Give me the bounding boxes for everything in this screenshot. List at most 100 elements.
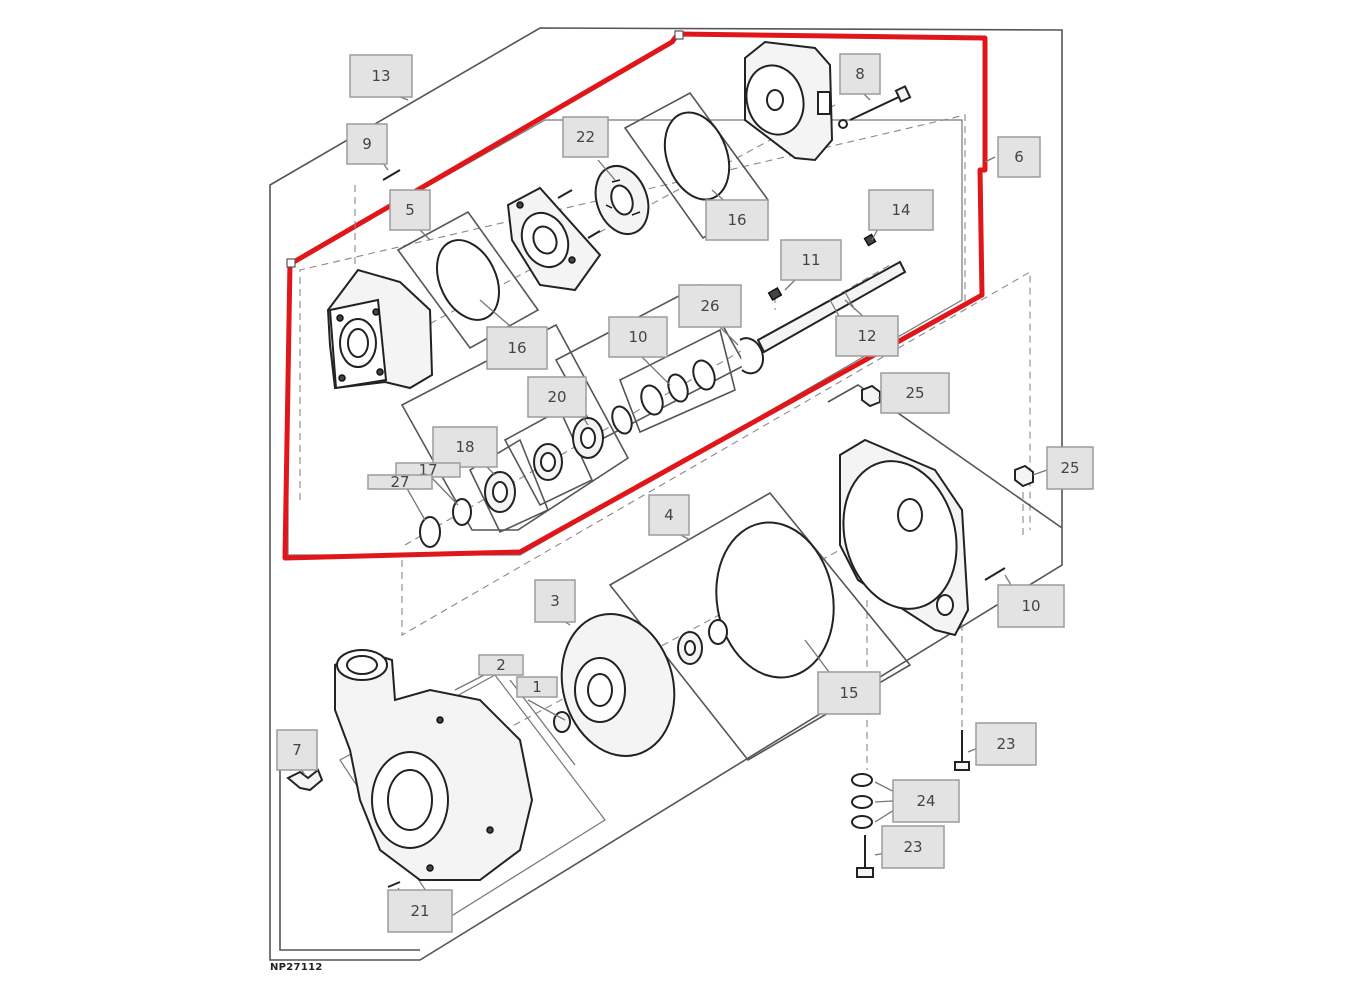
callout-label: 24 [892,779,960,823]
callout-number: 15 [839,684,858,702]
wingnut-7 [286,768,324,792]
callout-label: 25 [880,372,950,414]
callout-number: 7 [292,741,302,759]
callout-number: 14 [891,201,910,219]
callout-number: 18 [455,438,474,456]
callout-box [678,284,742,328]
callout-label: 5 [389,189,431,231]
oring-frame-5 [396,210,540,350]
housing-frame-4 [608,491,912,762]
callout-number: 8 [855,65,865,83]
oring-16-lower [436,239,500,321]
callout-number: 11 [801,251,820,269]
snap-ring-17 [452,498,472,526]
callout-number: 21 [410,902,429,920]
callout-box [975,722,1037,766]
callout-box [780,239,842,281]
callout-number: 2 [496,656,506,674]
callout-box [276,729,318,771]
callout-number: 25 [905,384,924,402]
callout-number: 25 [1060,459,1079,477]
seal-set-10 [640,359,716,416]
retaining-ring-26 [739,337,764,375]
callout-box [868,189,934,231]
callout-label: 14 [868,189,934,231]
screw-part-9 [382,169,401,181]
callout-label: 8 [839,53,881,95]
callout-label: 12 [835,315,899,357]
bearing-spacer [533,443,563,481]
callout-label: 15 [817,671,881,715]
callout-box [534,579,576,623]
pump-backplate [839,438,970,637]
callout-number: 22 [576,128,595,146]
nut-25-right [1014,464,1034,488]
callout-box [881,825,945,869]
callout-box [349,54,413,98]
callout-label: 20 [527,376,587,418]
callout-number: 27 [390,473,409,491]
callout-label: 1 [516,676,558,698]
callout-number: 23 [903,838,922,856]
shaft-part-12 [756,233,907,354]
frame-plate-right [827,384,1063,529]
callout-box [835,315,899,357]
callout-box [608,316,668,358]
callout-box [880,372,950,414]
callout-box [478,654,524,676]
callout-label: 16 [486,326,548,370]
callout-number: 23 [996,735,1015,753]
callout-label: 23 [975,722,1037,766]
impeller-part-3 [560,613,676,757]
drain-plug-21 [387,881,401,888]
callout-box [516,676,558,698]
callout-box [1046,446,1094,490]
callout-number: 24 [916,792,935,810]
callout-box [562,116,609,158]
dowel-pins [557,189,601,239]
bearing-part-20 [572,417,604,459]
callout-box [367,474,433,490]
callout-number: 26 [700,297,719,315]
callout-box [997,584,1065,628]
callout-number: 20 [547,388,566,406]
callout-label: 2 [478,654,524,676]
callout-label: 22 [562,116,609,158]
snap-ring [611,405,633,435]
callout-box [346,123,388,165]
callout-box [817,671,881,715]
impeller-nut-1 [553,711,571,733]
bearing-housing-block [326,268,434,390]
callout-number: 3 [550,592,560,610]
callout-number: 13 [371,67,390,85]
callout-box [389,189,431,231]
callout-number: 10 [1021,597,1040,615]
callout-number: 4 [664,506,674,524]
bearing-inner-frame-2 [503,408,594,507]
bolt-part-8 [838,85,912,129]
bearing-inner-frame [468,438,550,534]
callout-box [839,53,881,95]
callout-number: 10 [628,328,647,346]
figure-code: NP27112 [270,962,323,973]
callout-box [892,779,960,823]
callout-box [432,426,498,468]
gear-part-22 [594,165,650,235]
snap-ring-27 [419,516,441,548]
highlight-corner-marker [674,30,684,40]
callout-label: 3 [534,579,576,623]
callout-box [527,376,587,418]
bearing-part-18 [484,471,516,513]
bearing-housing-outline [287,119,963,556]
callout-label: 10 [997,584,1065,628]
callout-label: 26 [678,284,742,328]
axis-line-upper [334,104,836,376]
oring-15 [715,521,835,679]
lower-group-frame [401,271,1031,636]
callout-label: 11 [780,239,842,281]
callout-box [997,136,1041,178]
wingnut-frame-7 [279,765,420,951]
seal-flange-plate [506,186,602,292]
